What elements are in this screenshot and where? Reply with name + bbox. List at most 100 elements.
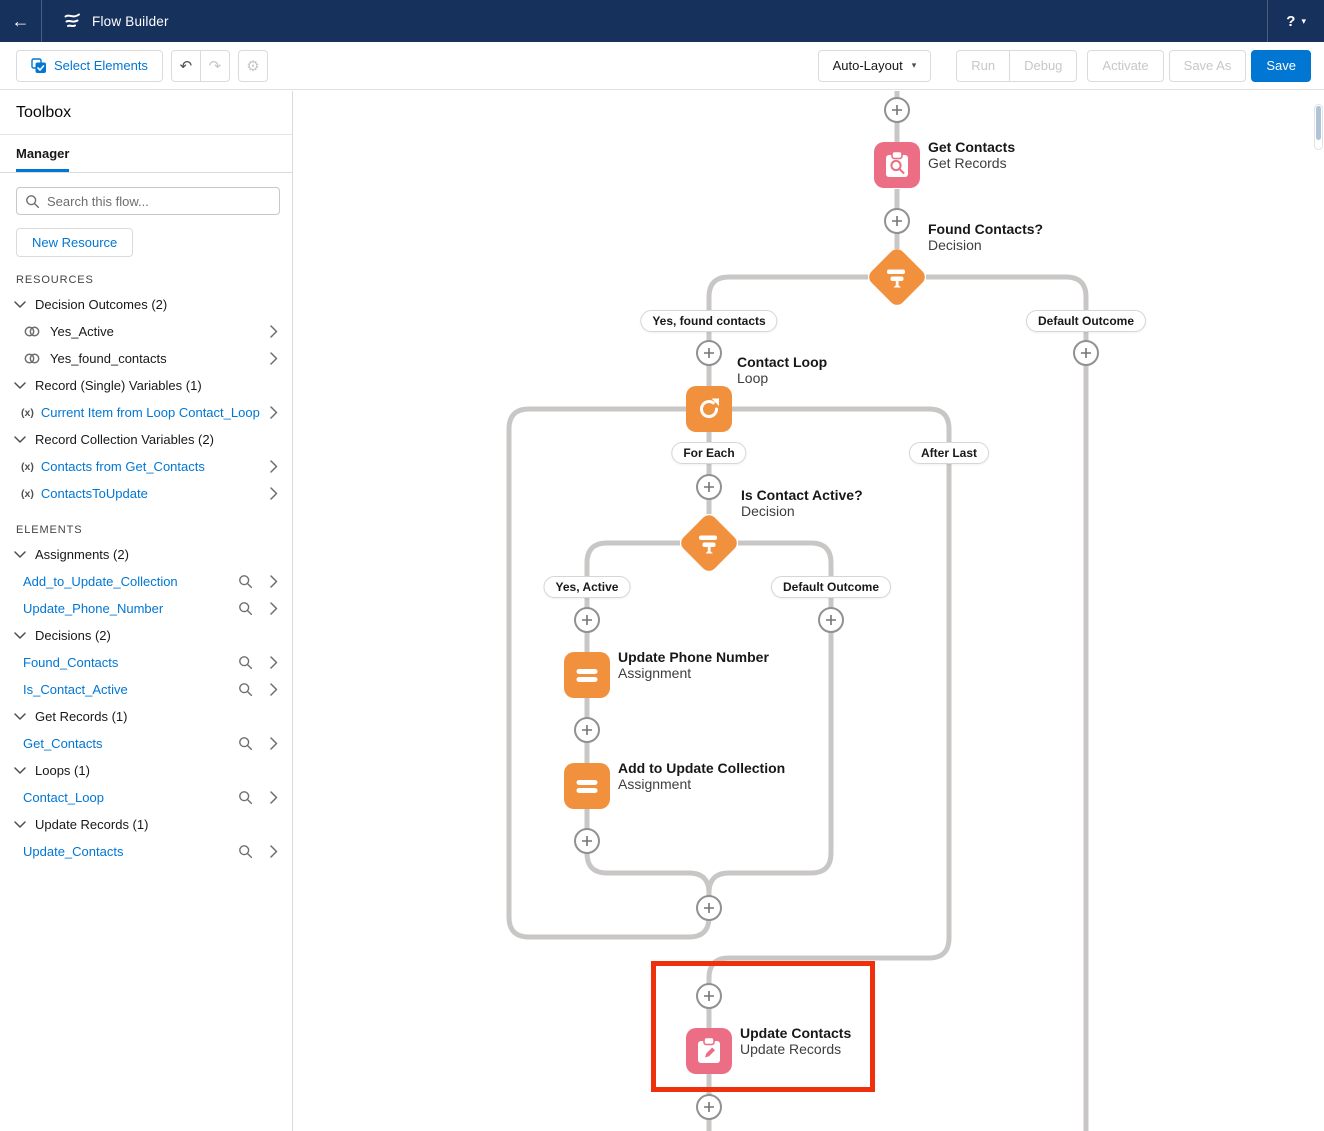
find-in-canvas-icon[interactable] [238, 655, 253, 670]
save-button[interactable]: Save [1251, 49, 1311, 82]
element-item-get-contacts[interactable]: Get_Contacts [0, 730, 292, 757]
chevron-right-icon[interactable] [270, 460, 278, 473]
canvas-scrollbar[interactable] [1314, 104, 1323, 150]
plus-icon [1081, 348, 1091, 358]
gear-icon: ⚙ [246, 57, 260, 75]
plus-icon [704, 903, 714, 913]
node-is-contact-active-decision[interactable] [677, 511, 741, 575]
settings-button[interactable]: ⚙ [237, 49, 268, 82]
branch-label-yes-found-contacts[interactable]: Yes, found contacts [640, 310, 778, 332]
branch-label-yes-active[interactable]: Yes, Active [543, 576, 631, 598]
find-in-canvas-icon[interactable] [238, 601, 253, 616]
flow-canvas[interactable]: Yes, found contacts Default Outcome For … [293, 91, 1324, 1131]
resource-item-current-item-loop[interactable]: (x) Current Item from Loop Contact_Loop [0, 399, 292, 426]
tree-header-update-records[interactable]: Update Records (1) [0, 811, 292, 838]
back-button[interactable]: ← [0, 0, 42, 42]
tree-header-loops[interactable]: Loops (1) [0, 757, 292, 784]
branch-label-default-outcome[interactable]: Default Outcome [770, 576, 892, 598]
node-get-contacts[interactable] [874, 142, 920, 188]
activate-button[interactable]: Activate [1087, 49, 1164, 82]
add-element-button[interactable] [884, 208, 910, 234]
element-item-update-phone-number[interactable]: Update_Phone_Number [0, 595, 292, 622]
element-item-label[interactable]: Add_to_Update_Collection [23, 574, 178, 589]
chevron-right-icon[interactable] [270, 656, 278, 669]
find-in-canvas-icon[interactable] [238, 682, 253, 697]
auto-layout-dropdown[interactable]: Auto-Layout ▾ [817, 49, 932, 82]
chevron-right-icon[interactable] [270, 791, 278, 804]
find-in-canvas-icon[interactable] [238, 574, 253, 589]
element-item-found-contacts[interactable]: Found_Contacts [0, 649, 292, 676]
add-element-button[interactable] [884, 97, 910, 123]
plus-icon [826, 615, 836, 625]
decision-icon [887, 269, 905, 288]
debug-button[interactable]: Debug [1009, 49, 1078, 82]
select-elements-button[interactable]: Select Elements [16, 49, 163, 82]
search-input[interactable] [16, 187, 280, 215]
add-element-button[interactable] [574, 828, 600, 854]
find-in-canvas-icon[interactable] [238, 844, 253, 859]
resource-item-label[interactable]: Current Item from Loop Contact_Loop [40, 405, 260, 420]
chevron-right-icon[interactable] [270, 487, 278, 500]
tree-header-assignments[interactable]: Assignments (2) [0, 541, 292, 568]
resource-item-yes-active[interactable]: Yes_Active [0, 318, 292, 345]
chevron-right-icon[interactable] [270, 683, 278, 696]
add-element-button[interactable] [1073, 340, 1099, 366]
redo-button[interactable]: ↷ [199, 49, 230, 82]
new-resource-button[interactable]: New Resource [16, 228, 134, 257]
chevron-right-icon[interactable] [270, 352, 278, 365]
help-menu[interactable]: ? ▾ [1267, 0, 1324, 42]
branch-label-for-each[interactable]: For Each [671, 442, 747, 464]
add-element-button[interactable] [696, 983, 722, 1009]
resource-item-contactstoupdate[interactable]: (x) ContactsToUpdate [0, 480, 292, 507]
tree-header-decision-outcomes[interactable]: Decision Outcomes (2) [0, 291, 292, 318]
scrollbar-thumb[interactable] [1316, 106, 1321, 140]
run-button[interactable]: Run [956, 49, 1011, 82]
tree-header-decisions[interactable]: Decisions (2) [0, 622, 292, 649]
tab-manager[interactable]: Manager [16, 146, 70, 172]
element-item-contact-loop[interactable]: Contact_Loop [0, 784, 292, 811]
add-element-button[interactable] [818, 607, 844, 633]
undo-button[interactable]: ↶ [170, 49, 201, 82]
find-in-canvas-icon[interactable] [238, 736, 253, 751]
tree-header-get-records[interactable]: Get Records (1) [0, 703, 292, 730]
resource-item-yes-found-contacts[interactable]: Yes_found_contacts [0, 345, 292, 372]
node-add-to-update-collection[interactable] [564, 763, 610, 809]
node-label-get-contacts: Get Contacts Get Records [928, 139, 1015, 171]
chevron-right-icon[interactable] [270, 737, 278, 750]
help-icon[interactable]: ? [1286, 12, 1296, 30]
node-found-contacts-decision[interactable] [865, 245, 929, 309]
resource-item-label[interactable]: Contacts from Get_Contacts [40, 459, 205, 474]
tree-header-record-collection-variables[interactable]: Record Collection Variables (2) [0, 426, 292, 453]
tree-header-record-single-variables[interactable]: Record (Single) Variables (1) [0, 372, 292, 399]
chevron-right-icon[interactable] [270, 325, 278, 338]
element-item-label[interactable]: Contact_Loop [23, 790, 104, 805]
add-element-button[interactable] [696, 1094, 722, 1120]
element-item-label[interactable]: Get_Contacts [23, 736, 103, 751]
add-element-button[interactable] [696, 340, 722, 366]
element-item-label[interactable]: Is_Contact_Active [23, 682, 128, 697]
element-item-label[interactable]: Update_Phone_Number [23, 601, 164, 616]
element-item-add-to-update-collection[interactable]: Add_to_Update_Collection [0, 568, 292, 595]
chevron-right-icon[interactable] [270, 602, 278, 615]
node-update-phone-number[interactable] [564, 652, 610, 698]
element-item-label[interactable]: Update_Contacts [23, 844, 124, 859]
branch-label-after-last[interactable]: After Last [908, 442, 990, 464]
save-as-button[interactable]: Save As [1168, 49, 1247, 82]
node-contact-loop[interactable] [686, 386, 732, 432]
element-item-is-contact-active[interactable]: Is_Contact_Active [0, 676, 292, 703]
resource-item-label[interactable]: ContactsToUpdate [40, 486, 148, 501]
chevron-right-icon[interactable] [270, 575, 278, 588]
chevron-right-icon[interactable] [270, 845, 278, 858]
element-item-update-contacts[interactable]: Update_Contacts [0, 838, 292, 865]
add-element-button[interactable] [574, 607, 600, 633]
resource-item-contacts-from-get-contacts[interactable]: (x) Contacts from Get_Contacts [0, 453, 292, 480]
add-element-button[interactable] [574, 717, 600, 743]
element-item-label[interactable]: Found_Contacts [23, 655, 119, 670]
node-update-contacts[interactable] [686, 1028, 732, 1074]
branch-label-default-outcome[interactable]: Default Outcome [1025, 310, 1147, 332]
chevron-right-icon[interactable] [270, 406, 278, 419]
find-in-canvas-icon[interactable] [238, 790, 253, 805]
add-element-button[interactable] [696, 895, 722, 921]
chevron-down-icon [14, 551, 26, 558]
add-element-button[interactable] [696, 474, 722, 500]
